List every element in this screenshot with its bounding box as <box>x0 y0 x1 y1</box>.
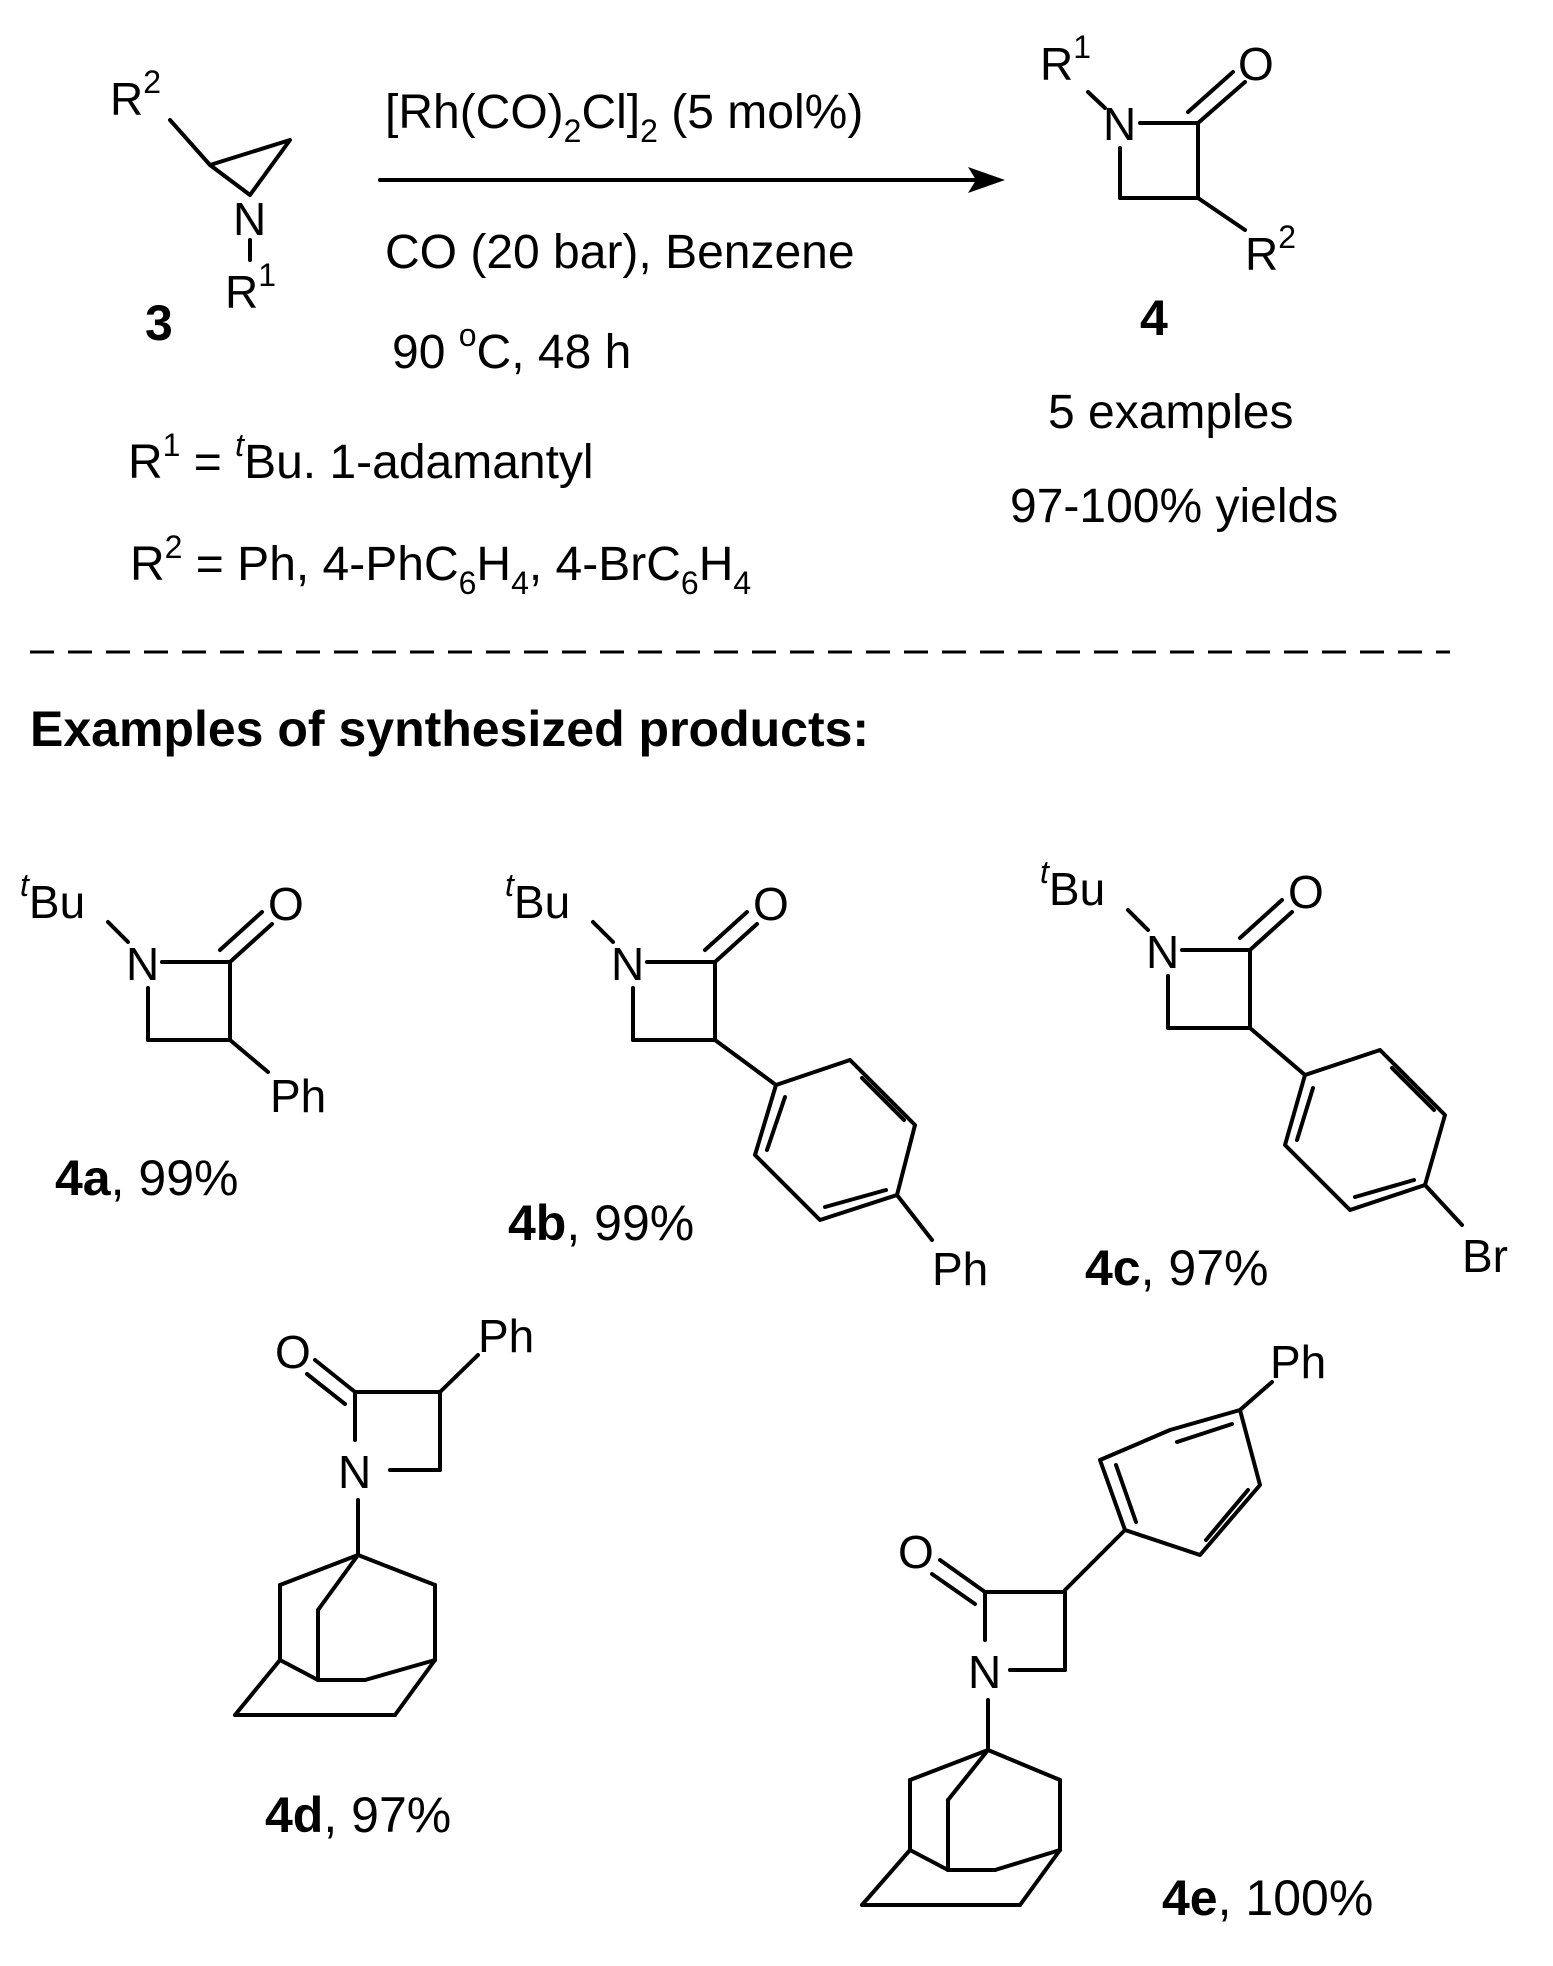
catalyst-label: [Rh(CO)2Cl]2 (5 mol%) <box>385 86 863 149</box>
tbu-label: tBu <box>20 867 85 928</box>
conditions-co-solvent: CO (20 bar), Benzene <box>385 226 855 279</box>
r2-definition: R2 = Ph, 4-PhC6H4, 4-BrC6H4 <box>130 529 751 601</box>
o-atom: O <box>898 1526 934 1578</box>
n-atom: N <box>611 938 644 990</box>
tbu-label: tBu <box>1040 854 1105 915</box>
compound-label-3: 3 <box>145 295 173 351</box>
adamantyl-group <box>860 1748 1062 1907</box>
examples-count: 5 examples <box>1048 386 1293 439</box>
r2-label: R2 <box>1245 219 1296 280</box>
o-atom: O <box>268 878 304 930</box>
reaction-arrow <box>378 167 1005 193</box>
r2-label: R2 <box>110 64 161 125</box>
tbu-label: tBu <box>505 867 570 928</box>
ph-label: Ph <box>478 1310 534 1362</box>
product-4: R1 N O R2 4 <box>1040 29 1296 346</box>
n-atom: N <box>1103 98 1136 150</box>
o-atom: O <box>1238 38 1274 90</box>
r1-definition: R1 = tBu. 1-adamantyl <box>128 427 594 489</box>
o-atom: O <box>1288 866 1324 918</box>
phenylene-ring <box>753 1058 917 1222</box>
product-4c: tBu N O Br 4c, 97% <box>1040 854 1508 1296</box>
yield-label: 4c, 97% <box>1085 1240 1268 1296</box>
n-atom: N <box>1146 926 1179 978</box>
c-o-bond-b <box>1186 70 1235 114</box>
phenylene-ring <box>1283 1048 1447 1212</box>
r1-label: R1 <box>225 257 276 318</box>
r1-label: R1 <box>1040 29 1091 90</box>
yield-label: 4a, 99% <box>55 1150 238 1206</box>
product-4b: tBu N O Ph 4b, 99% <box>505 867 988 1295</box>
yield-label: 4e, 100% <box>1162 1870 1373 1926</box>
n-atom: N <box>338 1446 371 1498</box>
ph-label: Ph <box>270 1070 326 1122</box>
conditions-temp-time: 90 oC, 48 h <box>392 317 631 379</box>
n-atom: N <box>233 193 266 245</box>
yield-label: 4d, 97% <box>265 1787 451 1843</box>
product-4a: tBu N O Ph 4a, 99% <box>20 867 326 1206</box>
product-4d: O N Ph 4d, 97% <box>233 1310 534 1843</box>
r2-bond <box>168 118 212 167</box>
n-atom: N <box>968 1646 1001 1698</box>
c-o-bond-a <box>1196 80 1247 125</box>
reactant-3: R2 N R1 3 <box>110 64 292 351</box>
aziridine-ring <box>208 138 292 197</box>
o-atom: O <box>275 1326 311 1378</box>
compound-label-4: 4 <box>1140 290 1168 346</box>
ph-label: Ph <box>932 1243 988 1295</box>
n-atom: N <box>126 938 159 990</box>
yield-label: 4b, 99% <box>508 1195 694 1251</box>
ph-label: Ph <box>1270 1336 1326 1388</box>
br-label: Br <box>1462 1230 1508 1282</box>
o-atom: O <box>753 878 789 930</box>
r2-bond <box>1196 196 1247 232</box>
section-title: Examples of synthesized products: <box>30 701 869 757</box>
product-4e: Ph O N 4e, 100% <box>860 1336 1373 1926</box>
adamantyl-group <box>233 1553 437 1717</box>
yield-range: 97-100% yields <box>1010 480 1338 533</box>
